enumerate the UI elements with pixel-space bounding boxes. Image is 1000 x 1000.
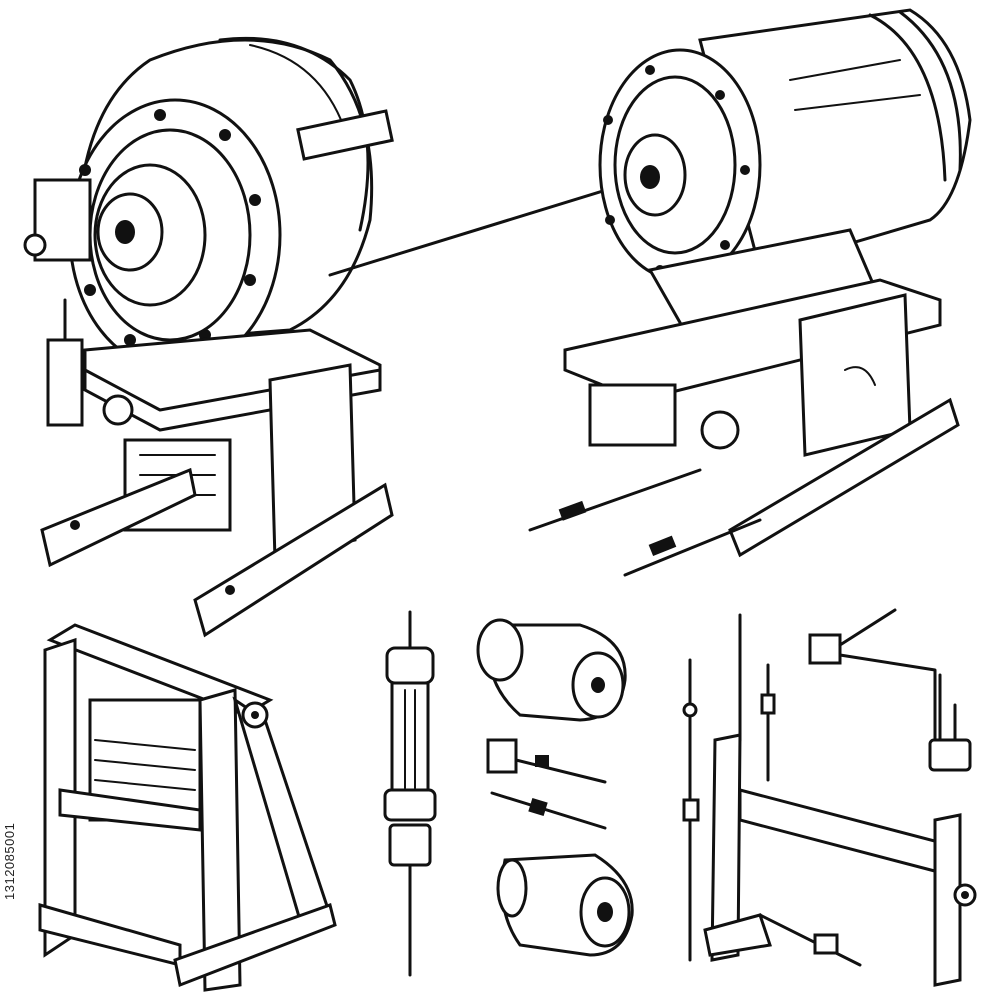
threaded-rod [490, 791, 607, 830]
right-motor-assembly [528, 8, 972, 577]
connecting-rod [328, 176, 647, 277]
lower-cylinder-part [496, 853, 634, 957]
linkage-frame [682, 608, 977, 987]
small-bracket-rod [486, 738, 607, 784]
a-frame-stand [38, 623, 337, 992]
vertical-shock-rod [383, 610, 437, 977]
upper-cylinder-part [476, 618, 627, 722]
stock-id-label: 1312085001 [2, 822, 17, 900]
left-motor-assembly [23, 36, 394, 638]
